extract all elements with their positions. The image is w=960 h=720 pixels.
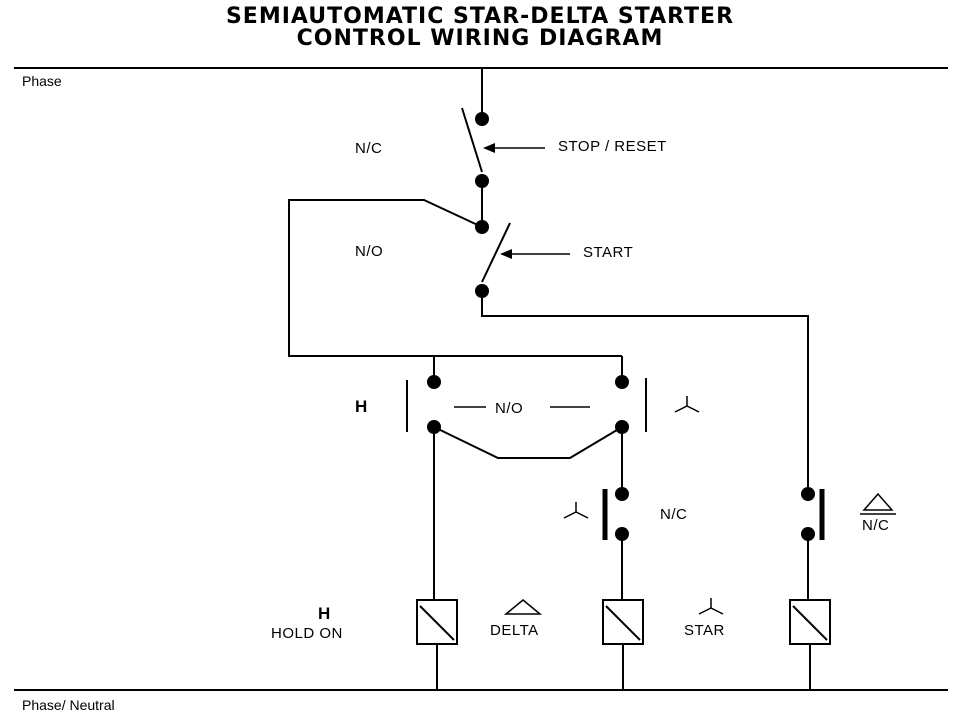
start-switch xyxy=(475,220,511,298)
hold-contact-label: H xyxy=(355,397,367,416)
stop-blade xyxy=(461,107,483,173)
stop-reset-label: STOP / RESET xyxy=(558,138,667,155)
start-top-terminal xyxy=(475,220,489,234)
contact-cross-wire xyxy=(433,426,623,459)
neutral-rail-label: Phase/ Neutral xyxy=(22,697,115,713)
diagram-title-line2: CONTROL WIRING DIAGRAM xyxy=(296,26,664,51)
stop-arrow xyxy=(483,143,545,153)
start-blade xyxy=(481,222,511,283)
star-symbol-icon xyxy=(563,502,589,519)
star-coil xyxy=(602,599,644,690)
star-coil-label: STAR xyxy=(684,622,725,639)
delta-coil-label: DELTA xyxy=(490,622,539,639)
hold-star-type-label: N/O xyxy=(495,400,523,417)
diagram-title-line1: SEMIAUTOMATIC STAR-DELTA STARTER xyxy=(225,4,735,29)
delta-aux-contact xyxy=(801,487,825,541)
star-aux-top-terminal xyxy=(615,487,629,501)
star-aux-contact xyxy=(602,487,629,541)
hold-coil-letter: H xyxy=(318,604,330,623)
delta-triangle-icon xyxy=(503,599,543,615)
start-type-label: N/O xyxy=(355,243,383,260)
star-contact xyxy=(615,375,647,434)
star-symbol-icon xyxy=(674,396,700,413)
delta-aux-top-terminal xyxy=(801,487,815,501)
hold-contact xyxy=(406,375,441,434)
star-symbol-icon xyxy=(698,598,724,615)
star-aux-type-label: N/C xyxy=(660,506,687,523)
hold-coil-label: HOLD ON xyxy=(271,625,343,642)
hold-loop-wire xyxy=(288,199,483,357)
hold-contact-top-terminal xyxy=(427,375,441,389)
star-contact-top-terminal xyxy=(615,375,629,389)
start-label: START xyxy=(583,244,633,261)
delta-coil xyxy=(789,599,831,690)
delta-aux-type-label: N/C xyxy=(862,517,889,534)
start-arrow xyxy=(500,249,570,259)
hold-on-coil xyxy=(416,599,458,690)
phase-rail-label: Phase xyxy=(22,73,62,89)
stop-top-terminal xyxy=(475,112,489,126)
delta-triangle-icon xyxy=(862,492,894,511)
delta-branch-wire xyxy=(481,291,809,490)
stop-type-label: N/C xyxy=(355,140,382,157)
